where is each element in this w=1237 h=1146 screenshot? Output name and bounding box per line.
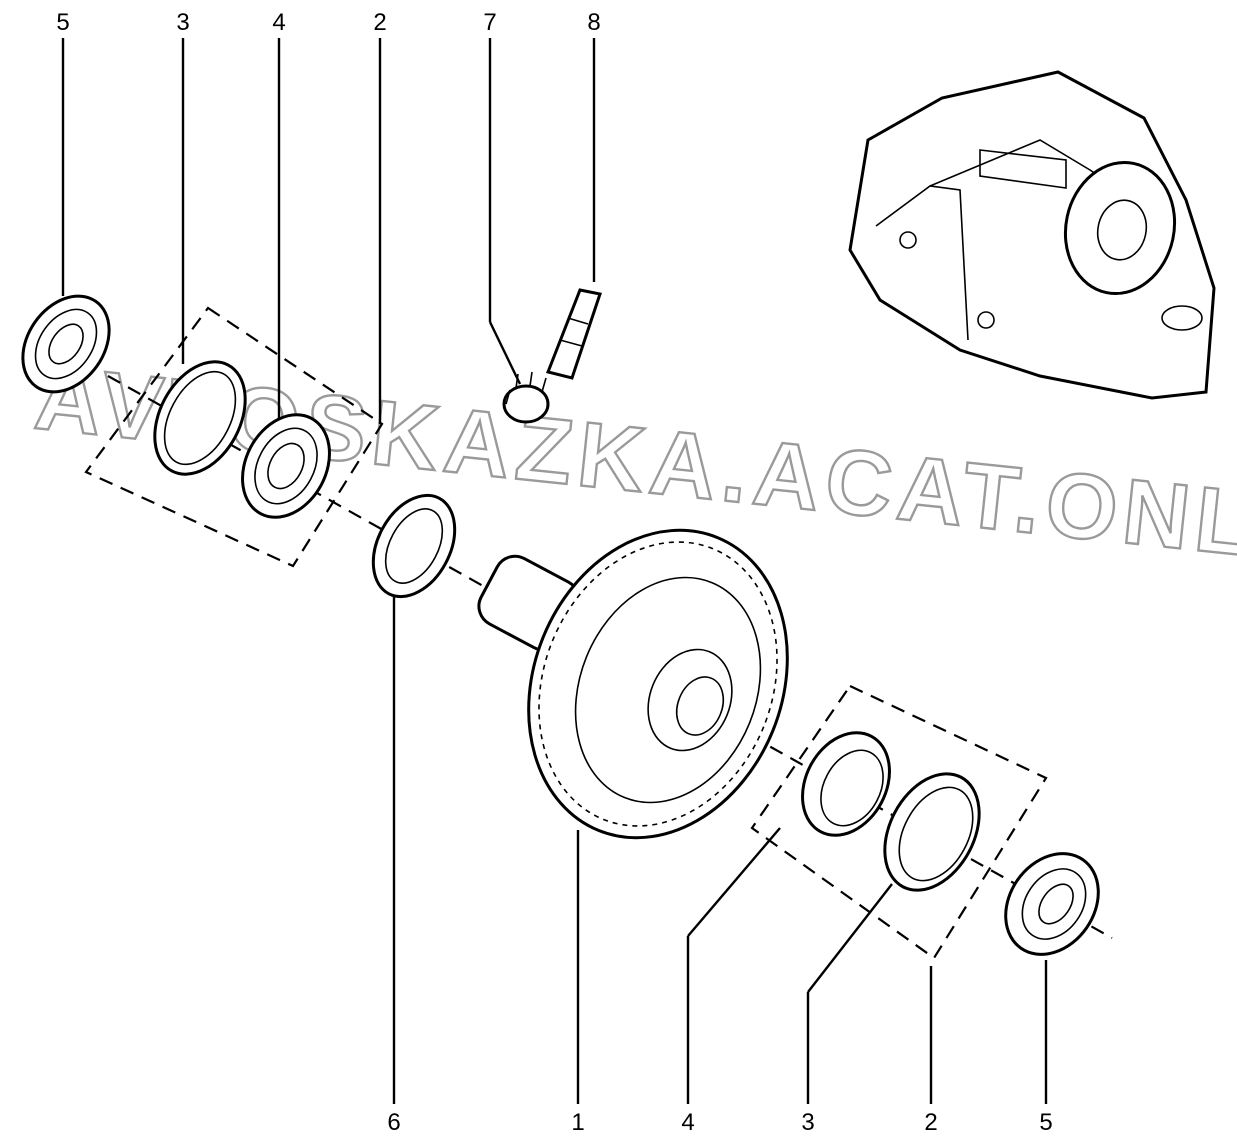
pinion-shaft [545,288,602,380]
callout-2-top: 2 [373,9,386,36]
gearbox-housing-illustration [848,70,1216,400]
differential-ring-gear [477,528,789,840]
callout-5-bottom: 5 [1039,1109,1052,1136]
bearing-race-right [883,772,981,892]
callout-3-top: 3 [176,9,189,36]
callout-1-bottom: 1 [571,1109,584,1136]
roller-bearing-right [801,731,891,837]
callout-4-top: 4 [272,9,285,36]
callout-8-top: 8 [587,9,600,36]
oil-seal-left [21,294,111,394]
roller-bearing-left [241,413,331,519]
bearing-assembly-box-left [84,306,384,568]
oil-seal-right [1004,852,1100,956]
callout-2-bottom: 2 [924,1109,937,1136]
speedometer-pinion-gear [502,371,550,424]
callout-6-bottom: 6 [387,1109,400,1136]
speedometer-drive-ring [371,493,457,599]
bearing-assembly-box-right [750,684,1048,960]
bearing-race-left [153,360,247,476]
callout-4-bottom: 4 [681,1109,694,1136]
callout-3-bottom: 3 [801,1109,814,1136]
callout-7-top: 7 [483,9,496,36]
leader-lines [61,38,1048,1104]
callout-5-top: 5 [56,9,69,36]
